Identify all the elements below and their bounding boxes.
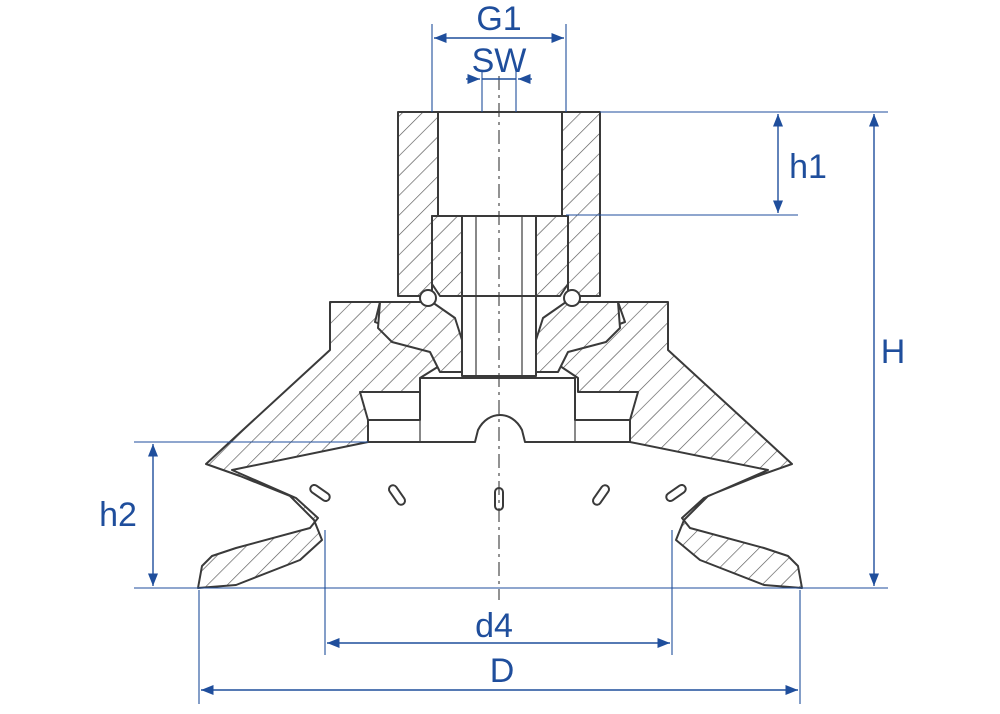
label-h1: h1 <box>789 148 827 186</box>
suction-cup-body <box>197 76 803 600</box>
label-d: D <box>490 652 515 690</box>
label-h: H <box>881 333 906 371</box>
label-sw: SW <box>472 42 527 80</box>
label-g1: G1 <box>476 0 521 38</box>
label-h2: h2 <box>99 496 137 534</box>
dimension-labels: G1 SW h1 H h2 d4 D <box>99 0 905 690</box>
dimension-lines <box>134 24 888 704</box>
label-d4: d4 <box>475 607 513 645</box>
